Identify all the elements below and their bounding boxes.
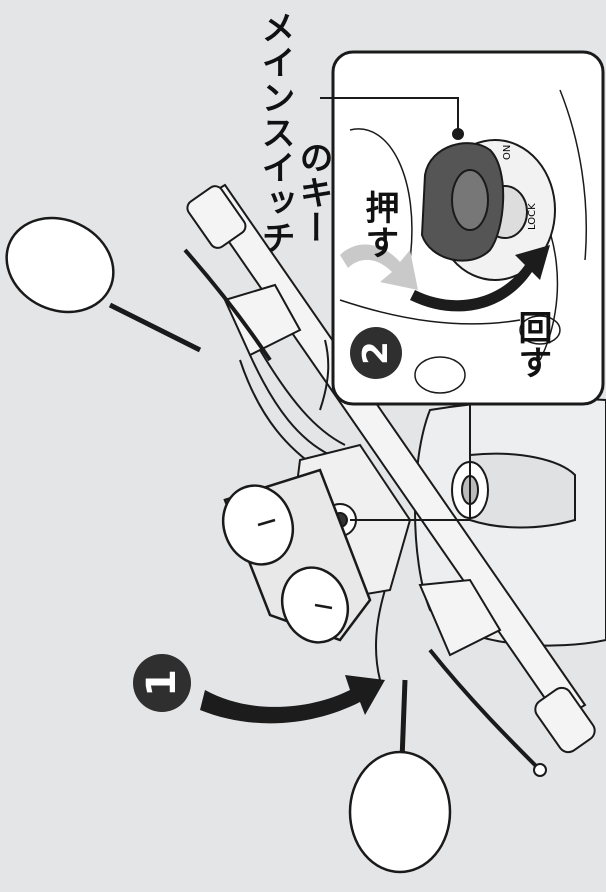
step-2-number: 2: [356, 341, 396, 365]
svg-text:ON: ON: [502, 145, 513, 160]
turn-label: 回す: [515, 310, 549, 380]
step-1-number: 1: [139, 669, 185, 697]
turn-handlebar-arrow: [200, 675, 385, 723]
left-mirror: [0, 201, 200, 350]
step-2-badge: 2: [350, 327, 402, 379]
step-1-badge: 1: [133, 654, 191, 712]
key-label-line2: のキー: [296, 140, 330, 245]
svg-text:LOCK: LOCK: [527, 203, 538, 230]
push-label: 押す: [362, 190, 396, 260]
key-label-line1: メインスイッチ: [258, 10, 292, 255]
